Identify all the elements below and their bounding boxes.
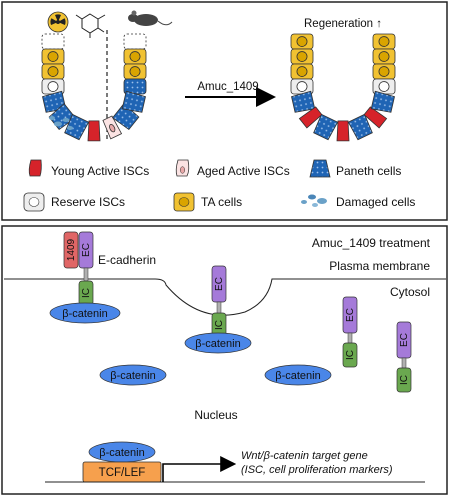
reserve-isc-nucleus <box>28 197 40 207</box>
ecadherin-label: E-cadherin <box>98 253 156 267</box>
plasma-membrane <box>4 278 446 316</box>
paneth-cell <box>370 90 395 113</box>
transcription-arrow <box>162 456 237 482</box>
reserve-cell <box>372 78 396 95</box>
paneth-cell <box>112 103 140 131</box>
paneth-cell <box>121 90 146 113</box>
ta-cell-nucleus <box>178 197 190 207</box>
ec-domain-3: EC <box>342 296 358 334</box>
legend-young-active-isc: Young Active ISCs <box>51 164 149 178</box>
ic-domain-1: IC <box>78 280 94 306</box>
ta-cell <box>372 63 396 80</box>
radiation-icon <box>47 11 69 33</box>
paneth-cell <box>64 113 90 141</box>
aged-active-isc-nucleus <box>179 166 186 174</box>
ic-domain-4: IC <box>396 367 412 393</box>
svg-text:1409: 1409 <box>66 238 77 261</box>
reserve-cell <box>41 78 65 95</box>
ta-cell <box>41 63 65 80</box>
ta-cell <box>290 33 314 50</box>
young-cell <box>336 120 350 142</box>
svg-text:IC: IC <box>345 350 356 360</box>
empty-cell <box>41 33 65 50</box>
legend: Young Active ISCs Aged Active ISCs Panet… <box>23 159 415 212</box>
right-crypt <box>290 33 396 142</box>
target-gene-line1: Wnt/β-catenin target gene <box>241 450 368 462</box>
beta-catenin-3: β-catenin <box>99 364 167 386</box>
ec-domain-1: EC <box>78 231 94 269</box>
beta-catenin-1: β-catenin <box>49 302 121 324</box>
ta-cell <box>372 33 396 50</box>
mouse-icon <box>128 10 173 26</box>
young-cell <box>363 106 388 129</box>
tm-domain-3 <box>347 332 353 344</box>
ic-domain-3: IC <box>342 342 358 368</box>
legend-reserve-iscs: Reserve ISCs <box>51 195 125 209</box>
damaged-cell-icon <box>301 194 327 207</box>
tm-domain-2 <box>216 301 222 315</box>
beta-catenin-4: β-catenin <box>264 364 332 386</box>
tcf-lef-box: TCF/LEF <box>82 461 162 483</box>
damaged-cell <box>54 121 62 127</box>
svg-text:IC: IC <box>81 288 92 298</box>
damaged-cell <box>62 118 70 122</box>
svg-text:β-catenin: β-catenin <box>195 338 240 350</box>
legend-paneth-cells: Paneth cells <box>336 164 401 178</box>
damaged-cell <box>49 116 55 120</box>
paneth-cell <box>313 113 339 141</box>
svg-text:EC: EC <box>399 333 410 347</box>
svg-text:β-catenin: β-catenin <box>62 308 107 320</box>
ta-cell <box>123 48 147 65</box>
nucleus-label: Nucleus <box>194 408 237 422</box>
svg-text:EC: EC <box>81 243 92 257</box>
target-gene-line2: (ISC, cell proliferation markers) <box>241 464 393 476</box>
damaged-cell <box>67 126 73 130</box>
ec-domain-4: EC <box>396 321 412 359</box>
legend-ta-cells: TA cells <box>201 195 242 209</box>
tm-domain-1 <box>83 267 89 282</box>
young-cell <box>298 106 323 129</box>
regeneration-label: Regeneration ↑ <box>304 18 382 30</box>
legend-damaged-cells: Damaged cells <box>336 195 415 209</box>
paneth-cell <box>347 113 373 141</box>
svg-text:EC: EC <box>214 277 225 291</box>
ta-cell <box>123 63 147 80</box>
svg-text:β-catenin: β-catenin <box>99 447 144 459</box>
svg-text:β-catenin: β-catenin <box>275 370 320 382</box>
ta-cell <box>41 48 65 65</box>
svg-text:β-catenin: β-catenin <box>110 370 155 382</box>
left-crypt <box>41 33 147 142</box>
membrane-label: Plasma membrane <box>329 259 430 273</box>
empty-cell <box>123 33 147 50</box>
beta-catenin-2: β-catenin <box>184 332 252 354</box>
ta-cell <box>372 48 396 65</box>
ta-cell <box>290 63 314 80</box>
svg-text:IC: IC <box>399 375 410 385</box>
paneth-cell <box>291 90 316 113</box>
reserve-cell <box>290 78 314 95</box>
legend-aged-active-isc: Aged Active ISCs <box>197 164 290 178</box>
treatment-label: Amuc_1409 treatment <box>312 236 431 250</box>
young-cell <box>87 120 101 142</box>
svg-text:TCF/LEF: TCF/LEF <box>99 467 146 479</box>
ta-cell <box>290 48 314 65</box>
cytosol-label: Cytosol <box>390 285 430 299</box>
young-active-isc-icon <box>28 159 42 177</box>
svg-text:IC: IC <box>214 320 225 330</box>
amuc-1409-tag: 1409 <box>63 231 79 269</box>
paneth-cell-icon <box>309 159 331 178</box>
svg-text:EC: EC <box>345 308 356 322</box>
aged-cell <box>102 115 123 140</box>
beta-catenin-nuclear: β-catenin <box>88 441 156 463</box>
tm-domain-4 <box>401 357 407 369</box>
ec-domain-2: EC <box>211 265 227 303</box>
arrow-label: Amuc_1409 <box>197 81 258 93</box>
molecule-icon <box>75 13 106 38</box>
